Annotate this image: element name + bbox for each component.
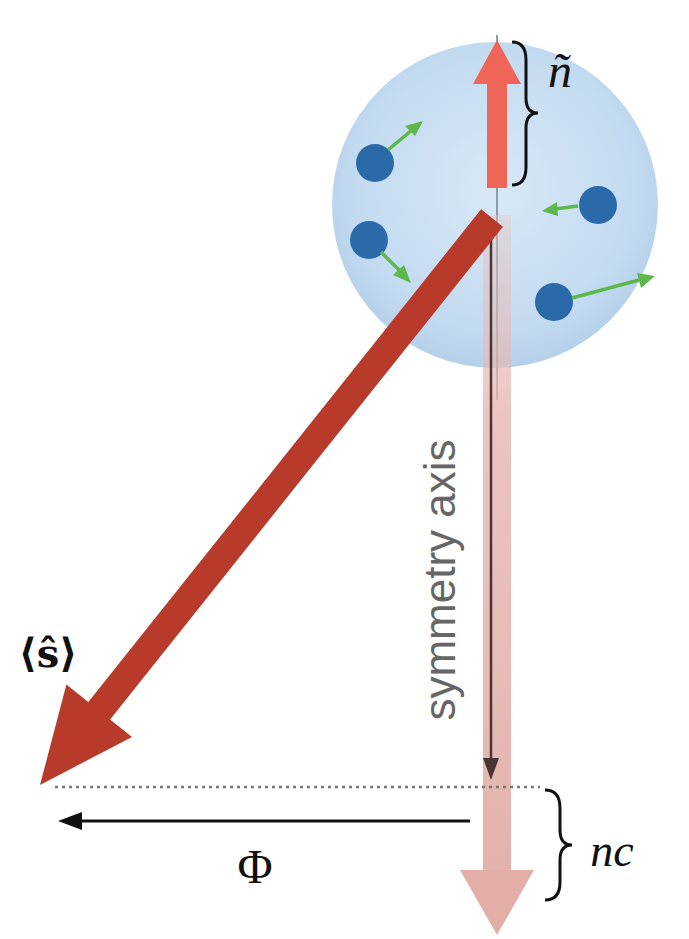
nc-label: nc [590, 824, 633, 877]
spin-expectation-label: ⟨ŝ⟩ [18, 629, 77, 676]
projection-arrow [483, 222, 499, 780]
tilde-n-label: ñ [548, 43, 572, 98]
phi-label: Φ [237, 839, 272, 894]
spin-vector-arrow [40, 209, 503, 785]
phi-arrow [58, 812, 470, 830]
collective-arrow [460, 215, 534, 935]
tilde-n-arrow [473, 40, 521, 188]
brace [545, 790, 572, 900]
axis-label: symmetry axis [415, 439, 465, 720]
atom-velocity-arrows [381, 121, 655, 298]
dotted-guide [55, 786, 540, 789]
brace [512, 42, 538, 185]
